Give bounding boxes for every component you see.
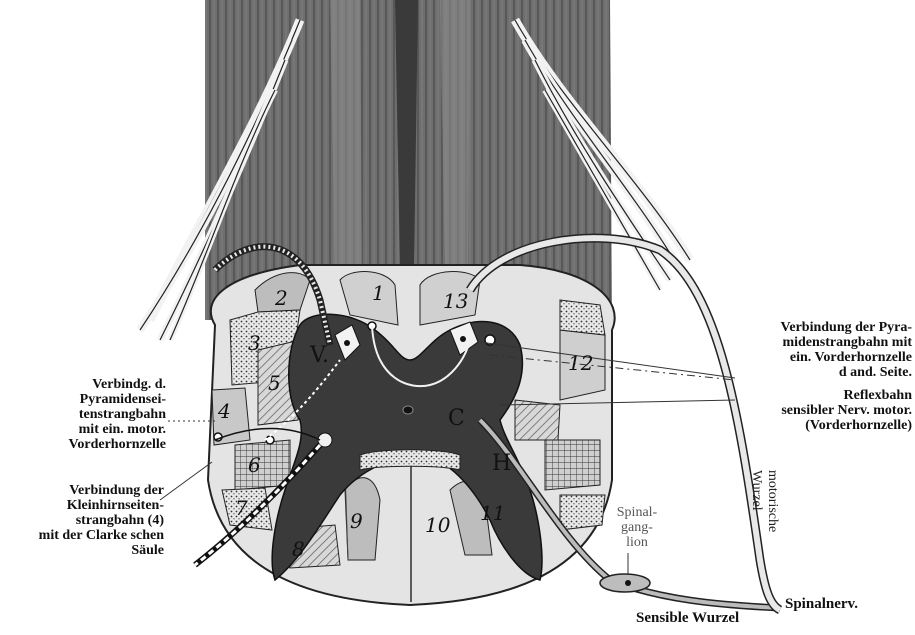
region-number-12: 12 [568,351,593,375]
label-letter-h: H [492,451,511,476]
pointer-left-2 [160,462,212,500]
label-letter-c: C [448,406,465,431]
tract-right-dots [560,495,605,530]
label-spinal-ganglion: Spinal- gang- lion [607,505,667,550]
region-number-4: 4 [217,399,231,423]
central-canal [403,406,413,414]
region-number-13: 13 [443,289,468,313]
region-number-8: 8 [292,537,305,561]
clarke-column-cell [318,433,332,447]
region-number-10: 10 [425,513,451,537]
column-light-band-right [440,0,470,270]
label-letter-v: V. [309,343,329,368]
region-number-1: 1 [372,281,385,305]
label-pyramid-anterior-connection: Verbindung der Pyra- midenstrangbahn mit… [700,320,912,380]
label-spinal-nerve: Spinalnerv. [785,597,895,612]
region-number-6: 6 [248,453,261,477]
region-number-9: 9 [350,509,363,533]
label-pyramid-lateral-connection: Verbindg. d. Pyramidensei- tenstrangbahn… [0,377,166,452]
tract-12-dots [560,300,605,335]
ganglion-cell [625,580,631,586]
tract-right-hatch [515,400,560,440]
tract-right-grid [545,440,600,490]
region-number-3: 3 [248,331,261,355]
connection-dot-mid [266,436,274,444]
region-number-5: 5 [268,371,281,395]
label-motor-root: motorische Wurzel [748,470,780,532]
column-light-band [330,0,362,270]
label-kleinhirn-clarke-connection: Verbindung der Kleinhirnseiten- strangba… [0,483,164,558]
region-number-11: 11 [480,501,505,525]
region-number-7: 7 [235,496,248,520]
label-reflex-path: Reflexbahn sensibler Nerv. motor. (Vorde… [700,388,912,433]
label-sensory-root: Sensible Wurzel [636,611,796,626]
region-number-2: 2 [274,286,288,310]
